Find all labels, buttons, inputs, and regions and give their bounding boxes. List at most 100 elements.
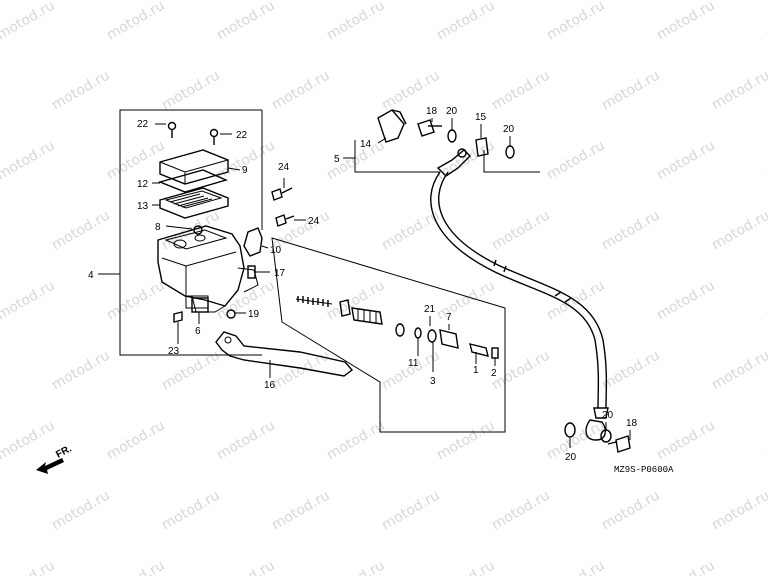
watermark-text: motod.ru xyxy=(0,557,58,576)
piston-set xyxy=(295,296,499,372)
callout-24b: 24 xyxy=(308,216,320,227)
watermark-text: motod.ru xyxy=(709,487,768,533)
frame-piston-set xyxy=(271,237,506,433)
top-fittings xyxy=(377,109,515,159)
watermark-text: motod.ru xyxy=(49,67,113,113)
watermark-text: motod.ru xyxy=(489,207,553,253)
watermark-text: motod.ru xyxy=(104,137,168,183)
callout-18b: 18 xyxy=(626,418,638,429)
callout-6: 6 xyxy=(195,326,201,337)
assembly-frames xyxy=(98,109,540,433)
watermark-text: motod.ru xyxy=(599,347,663,393)
watermark-text: motod.ru xyxy=(0,417,58,463)
watermark-text: motod.ru xyxy=(379,487,443,533)
watermark-text: motod.ru xyxy=(0,137,58,183)
bottom-fittings xyxy=(564,422,631,453)
bolts-24 xyxy=(271,178,306,227)
callout-9: 9 xyxy=(242,165,248,176)
callout-16: 16 xyxy=(264,380,276,391)
watermark-text: motod.ru xyxy=(654,0,718,43)
watermark-text: motod.ru xyxy=(764,417,768,463)
callout-5: 5 xyxy=(334,154,340,165)
watermark-text: motod.ru xyxy=(0,67,3,113)
callout-12: 12 xyxy=(137,179,149,190)
watermark-text: motod.ru xyxy=(764,277,768,323)
watermark-text: motod.ru xyxy=(269,487,333,533)
watermark-text: motod.ru xyxy=(434,417,498,463)
watermark-text: motod.ru xyxy=(104,417,168,463)
callout-18a: 18 xyxy=(426,106,438,117)
watermark-text: motod.ru xyxy=(654,557,718,576)
watermark-text: motod.ru xyxy=(709,67,768,113)
watermark-text: motod.ru xyxy=(709,207,768,253)
small-fittings xyxy=(165,225,270,344)
watermark-text: motod.ru xyxy=(269,347,333,393)
watermark-text: motod.ru xyxy=(324,277,388,323)
watermark-text: motod.ru xyxy=(544,137,608,183)
callout-15: 15 xyxy=(475,112,487,123)
reference-code: MZ9S-P0600A xyxy=(614,465,674,475)
watermark-text: motod.ru xyxy=(764,137,768,183)
callout-14: 14 xyxy=(360,139,372,150)
watermark-text: motod.ru xyxy=(434,557,498,576)
callout-21: 21 xyxy=(424,304,436,315)
watermark-text: motod.ru xyxy=(434,0,498,43)
watermark-text: motod.ru xyxy=(654,137,718,183)
callout-10: 10 xyxy=(270,245,282,256)
callout-labels: 22 22 9 12 13 8 4 10 17 19 6 23 24 24 16… xyxy=(88,106,638,463)
watermark-text: motod.ru xyxy=(159,67,223,113)
diaphragm-plate xyxy=(152,169,229,193)
clutch-hose xyxy=(430,148,609,441)
watermark-text: motod.ru xyxy=(654,277,718,323)
callout-20d: 20 xyxy=(602,410,614,421)
watermark-text: motod.ru xyxy=(214,557,278,576)
callout-20b: 20 xyxy=(503,124,515,135)
front-direction-arrow: FR. xyxy=(36,443,74,474)
watermark-text: motod.ru xyxy=(0,207,3,253)
clutch-lever xyxy=(215,331,354,378)
watermark-text: motod.ru xyxy=(544,0,608,43)
callout-2: 2 xyxy=(491,368,497,379)
frame-master-cylinder-4 xyxy=(119,109,262,356)
watermark-text: motod.ru xyxy=(0,0,58,43)
callout-23: 23 xyxy=(168,346,180,357)
watermark-text: motod.ru xyxy=(434,277,498,323)
watermark-text: motod.ru xyxy=(764,0,768,43)
watermark-text: motod.ru xyxy=(709,347,768,393)
watermark-text: motod.ru xyxy=(104,0,168,43)
watermark-text: motod.ru xyxy=(269,67,333,113)
watermark-text: motod.ru xyxy=(214,417,278,463)
watermark-text: motod.ru xyxy=(599,207,663,253)
callout-17: 17 xyxy=(274,268,286,279)
callout-4: 4 xyxy=(88,270,94,281)
watermark-text: motod.ru xyxy=(599,487,663,533)
watermark-text: motod.ru xyxy=(214,0,278,43)
watermark-text: motod.ru xyxy=(0,487,3,533)
callout-1: 1 xyxy=(473,365,479,376)
callout-20c: 20 xyxy=(565,452,577,463)
watermark-text: motod.ru xyxy=(324,0,388,43)
frame-hose-5 xyxy=(354,140,440,173)
watermark-text: motod.ru xyxy=(104,557,168,576)
callout-13: 13 xyxy=(137,201,149,212)
watermark-text: motod.ru xyxy=(324,417,388,463)
callout-22b: 22 xyxy=(236,130,248,141)
watermark-text: motod.ru xyxy=(214,277,278,323)
watermark-text: motod.ru xyxy=(49,347,113,393)
callout-3: 3 xyxy=(430,376,436,387)
watermark-text: motod.ru xyxy=(599,67,663,113)
watermark-text: motod.ru xyxy=(49,207,113,253)
watermark-text: motod.ru xyxy=(324,557,388,576)
callout-11: 11 xyxy=(408,358,419,369)
watermark-text: motod.ru xyxy=(489,487,553,533)
watermark-text: motod.ru xyxy=(764,557,768,576)
diaphragm xyxy=(152,187,229,219)
reservoir-cap xyxy=(159,149,241,185)
callout-24a: 24 xyxy=(278,162,290,173)
callout-7: 7 xyxy=(446,312,452,323)
watermark-text: motod.ru xyxy=(104,277,168,323)
direction-label: FR. xyxy=(54,443,74,460)
watermark-text: motod.ru xyxy=(159,487,223,533)
watermark-text: motod.ru xyxy=(489,67,553,113)
